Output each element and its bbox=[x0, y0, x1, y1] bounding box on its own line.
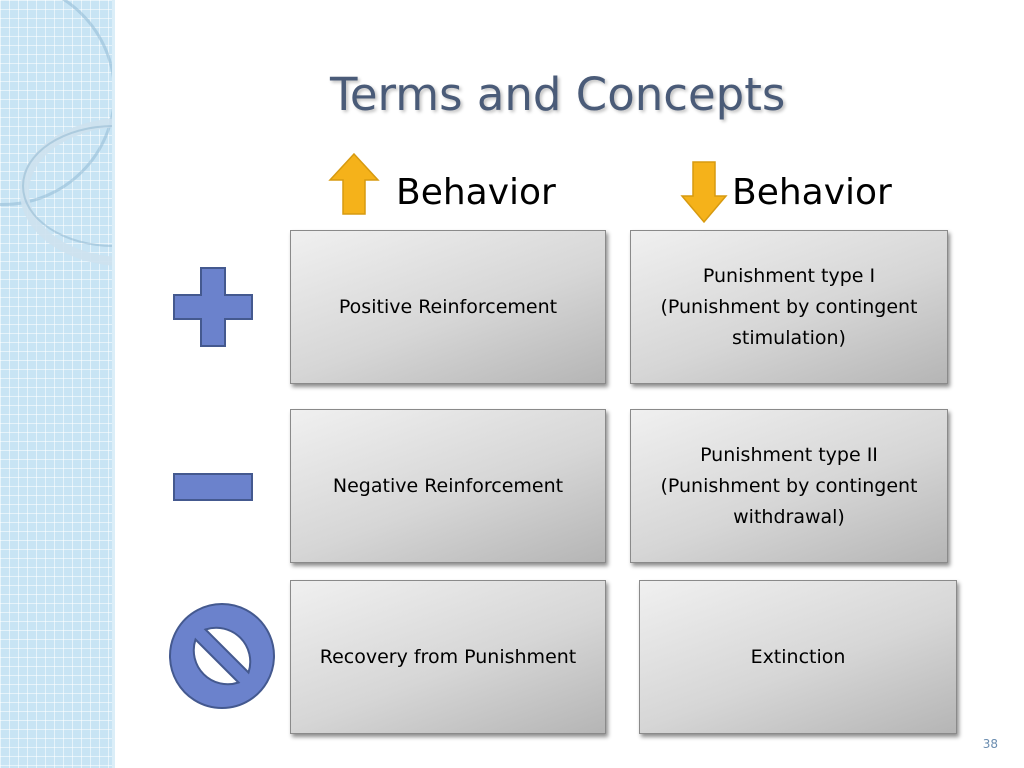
card-punishment-type-2: Punishment type II (Punishment by contin… bbox=[630, 409, 948, 563]
arrow-down-icon bbox=[680, 161, 728, 224]
card-recovery-from-punishment: Recovery from Punishment bbox=[290, 580, 606, 734]
plus-icon bbox=[173, 267, 253, 347]
minus-icon bbox=[173, 473, 253, 501]
card-punishment-type-1: Punishment type I (Punishment by conting… bbox=[630, 230, 948, 384]
page-number: 38 bbox=[982, 737, 998, 751]
slide-title: Terms and Concepts bbox=[330, 68, 786, 121]
sidebar-edge bbox=[112, 0, 115, 768]
prohibited-icon bbox=[169, 603, 275, 709]
column-header-decrease: Behavior bbox=[732, 172, 892, 213]
card-positive-reinforcement: Positive Reinforcement bbox=[290, 230, 606, 384]
column-header-increase: Behavior bbox=[396, 172, 556, 213]
decorative-sidebar bbox=[0, 0, 113, 768]
card-negative-reinforcement: Negative Reinforcement bbox=[290, 409, 606, 563]
arrow-up-icon bbox=[328, 152, 380, 215]
card-extinction: Extinction bbox=[639, 580, 957, 734]
